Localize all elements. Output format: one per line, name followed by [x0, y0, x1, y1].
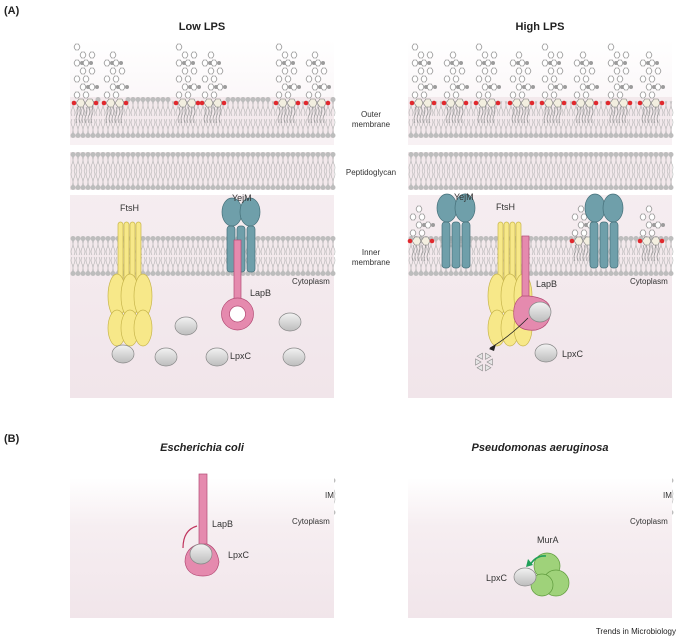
ftsh-protein-left [107, 221, 153, 347]
lps-molecule [441, 51, 469, 124]
cytoplasm-label-left: Cytoplasm [292, 277, 330, 286]
inhibition-curve [182, 525, 198, 549]
peptidoglycan-left [70, 152, 336, 190]
outer-membrane-label-1: Outer [361, 110, 381, 119]
lps-molecule [409, 43, 437, 124]
lps-molecule [473, 43, 501, 124]
lpxc-enzyme [111, 344, 135, 364]
panel-b-tag: (B) [4, 433, 20, 445]
yejm-protein-left [221, 197, 261, 273]
lpxc-label-b-left: LpxC [228, 550, 250, 560]
yejm-protein-right [436, 193, 476, 269]
lps-molecule [303, 51, 331, 124]
low-lps-title: Low LPS [179, 21, 225, 33]
lpxc-enzyme [205, 347, 229, 367]
lpxc-enzyme [534, 343, 558, 363]
lpxc-bound [528, 301, 552, 323]
peptidoglycan-label: Peptidoglycan [346, 168, 396, 177]
lps-molecule [173, 43, 201, 124]
lps-molecule [101, 51, 129, 124]
lpxc-label-right: LpxC [562, 349, 584, 359]
high-lps-title: High LPS [516, 21, 565, 33]
cytoplasm-b-left: Cytoplasm [292, 517, 330, 526]
inner-membrane-label-2: membrane [352, 258, 391, 267]
degraded-lpxc-fragments [475, 352, 493, 372]
lps-molecule [605, 43, 633, 124]
yejm-protein-right-2 [584, 193, 624, 269]
peptidoglycan-right [408, 152, 674, 190]
lpxc-enzyme [154, 347, 178, 367]
lps-molecule [637, 205, 665, 262]
yejm-label-right: YejM [454, 192, 474, 202]
lapb-protein-left [221, 239, 254, 331]
panel-b-right-bg [408, 478, 672, 618]
lpxc-enzyme-b [189, 543, 213, 565]
lps-molecule [637, 51, 665, 124]
lpxc-enzyme [174, 316, 198, 336]
ftsh-label-right: FtsH [496, 202, 515, 212]
lpxc-label-b-right: LpxC [486, 573, 508, 583]
lps-molecule [507, 51, 535, 124]
im-label-right: IM [663, 491, 672, 500]
lpxc-label-left: LpxC [230, 351, 252, 361]
lps-molecule [539, 43, 567, 124]
lps-molecule [273, 43, 301, 124]
lpxc-enzyme [278, 312, 302, 332]
paeruginosa-title: Pseudomonas aeruginosa [472, 442, 609, 454]
lapb-label-b: LapB [212, 519, 233, 529]
yejm-label-left: YejM [232, 193, 252, 203]
ecoli-title: Escherichia coli [160, 442, 245, 454]
lpxc-enzyme-b2 [513, 567, 537, 587]
journal-credit: Trends in Microbiology [596, 627, 676, 636]
ftsh-label-left: FtsH [120, 203, 139, 213]
mura-enzyme [530, 552, 570, 597]
lapb-label-right: LapB [536, 279, 557, 289]
outer-membrane-label-2: membrane [352, 120, 391, 129]
mura-label: MurA [537, 535, 559, 545]
im-label-left: IM [325, 491, 334, 500]
inner-membrane-label-1: Inner [362, 248, 381, 257]
inner-membrane-left [70, 236, 336, 276]
panel-a-tag: (A) [4, 5, 20, 17]
cytoplasm-b-right: Cytoplasm [630, 517, 668, 526]
lps-molecule [407, 205, 435, 262]
lps-molecule [199, 51, 227, 124]
lps-molecule [71, 43, 99, 124]
cytoplasm-label-right: Cytoplasm [630, 277, 668, 286]
lpxc-enzyme [282, 347, 306, 367]
lps-molecule [571, 51, 599, 124]
lapb-label-left: LapB [250, 288, 271, 298]
